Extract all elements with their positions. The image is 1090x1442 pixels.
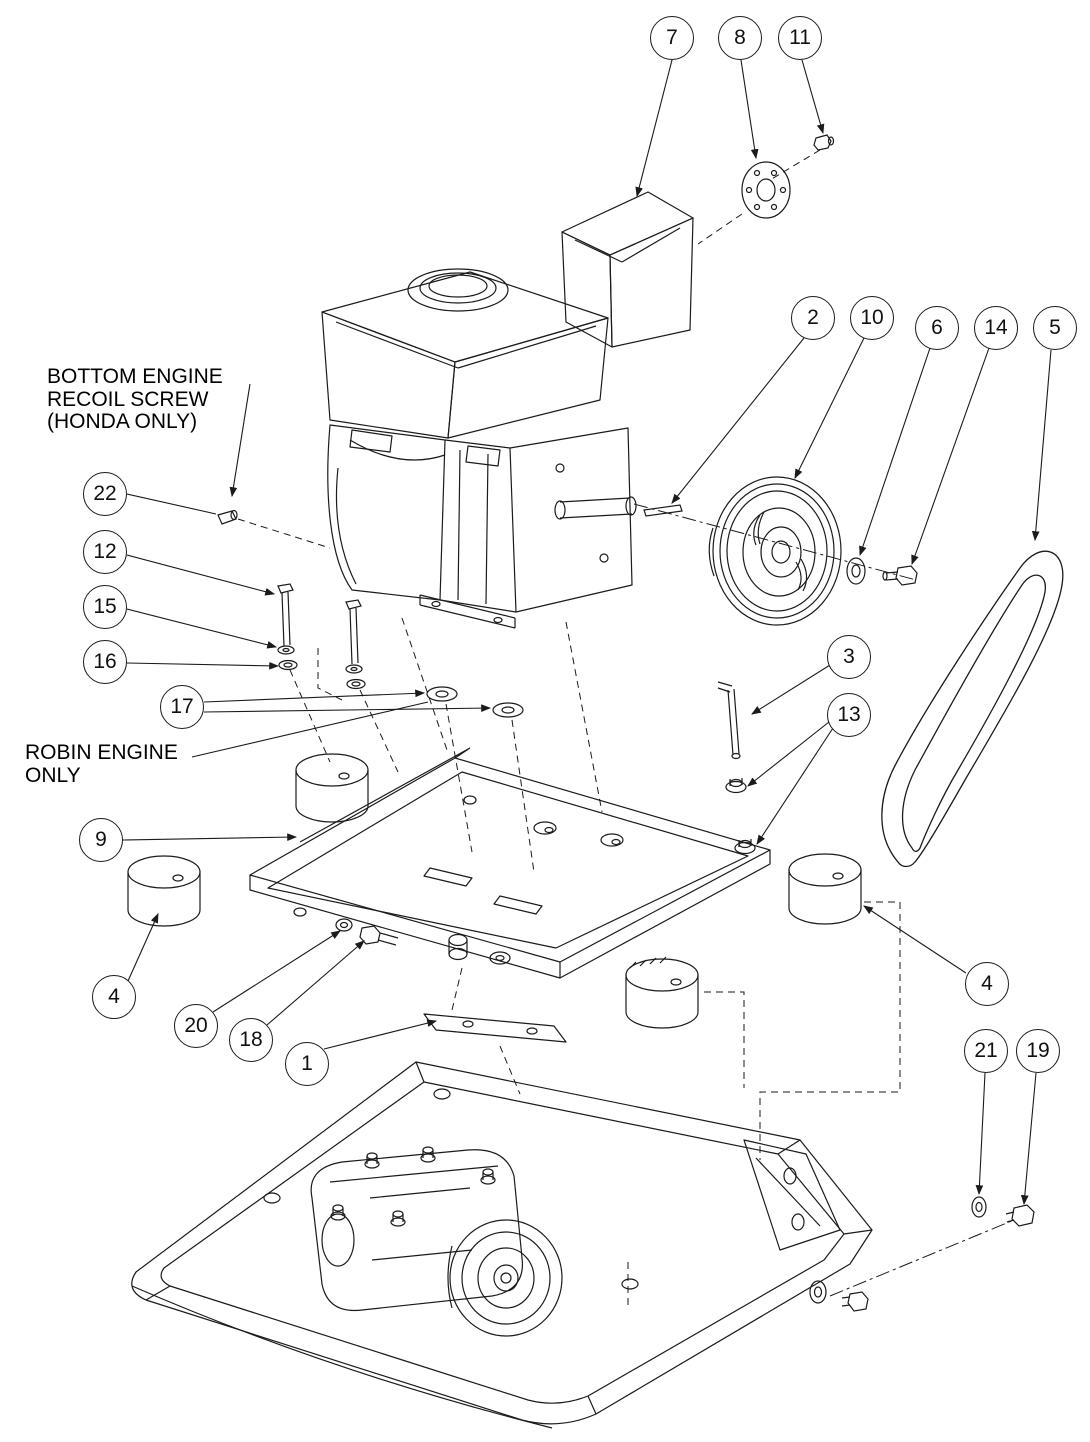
- callout-21: 21: [964, 1029, 1008, 1073]
- engine-assembly: [321, 191, 694, 629]
- honda-note-line3: (HONDA ONLY): [47, 410, 198, 433]
- drive-pulley: [708, 476, 842, 626]
- callout-20: 20: [174, 1004, 218, 1048]
- callout-4-right: 4: [965, 962, 1009, 1006]
- base-washer-bolt-mounted: [809, 1280, 869, 1312]
- callout-18: 18: [229, 1018, 273, 1062]
- callout-17: 17: [160, 685, 204, 729]
- callout-11: 11: [778, 16, 822, 60]
- honda-note-line2: RECOIL SCREW: [47, 387, 209, 411]
- pulley-washer: [846, 557, 866, 585]
- callout-4-left: 4: [92, 975, 136, 1019]
- shaft-key: [643, 504, 683, 517]
- flange-bolt: [813, 134, 835, 151]
- callout-19: 19: [1016, 1029, 1060, 1073]
- callout-3: 3: [827, 635, 871, 679]
- honda-note-line1: BOTTOM ENGINE: [47, 365, 223, 388]
- dashed-lines: [237, 149, 1015, 1306]
- callout-10: 10: [850, 296, 894, 340]
- engine-base-plate: [249, 747, 771, 1043]
- callout-12: 12: [83, 530, 127, 574]
- robin-washers: [426, 686, 524, 718]
- exciter-assembly: [310, 1146, 524, 1312]
- robin-note-line2: ONLY: [25, 763, 81, 787]
- callout-16: 16: [83, 640, 127, 684]
- callout-5: 5: [1033, 306, 1077, 350]
- washer-21: [971, 1196, 987, 1218]
- honda-note: BOTTOM ENGINE RECOIL SCREW (HONDA ONLY): [47, 365, 223, 434]
- leader-lines: [122, 59, 1052, 1206]
- engine-mount-bolts: [277, 583, 366, 690]
- rubber-mounts: [127, 753, 862, 1029]
- callout-9: 9: [79, 818, 123, 862]
- callout-22: 22: [83, 472, 127, 516]
- v-belt: [881, 550, 1064, 868]
- callout-2: 2: [791, 296, 835, 340]
- exciter-pulley: [447, 1219, 563, 1337]
- callout-8: 8: [718, 16, 762, 60]
- callout-6: 6: [915, 306, 959, 350]
- callout-1: 1: [285, 1042, 329, 1086]
- bolt-19: [1005, 1204, 1035, 1227]
- recoil-flange: [741, 161, 791, 219]
- callout-13: 13: [827, 693, 871, 737]
- robin-note-line1: ROBIN ENGINE: [25, 741, 178, 764]
- base-plate-assembly: [131, 1061, 873, 1429]
- callout-14: 14: [974, 306, 1018, 350]
- callout-15: 15: [83, 585, 127, 629]
- pin-and-nuts: [717, 681, 756, 855]
- recoil-screw: [217, 509, 238, 525]
- deck-washer-bolt: [335, 918, 399, 946]
- callout-7: 7: [650, 16, 694, 60]
- robin-note: ROBIN ENGINE ONLY: [25, 741, 178, 787]
